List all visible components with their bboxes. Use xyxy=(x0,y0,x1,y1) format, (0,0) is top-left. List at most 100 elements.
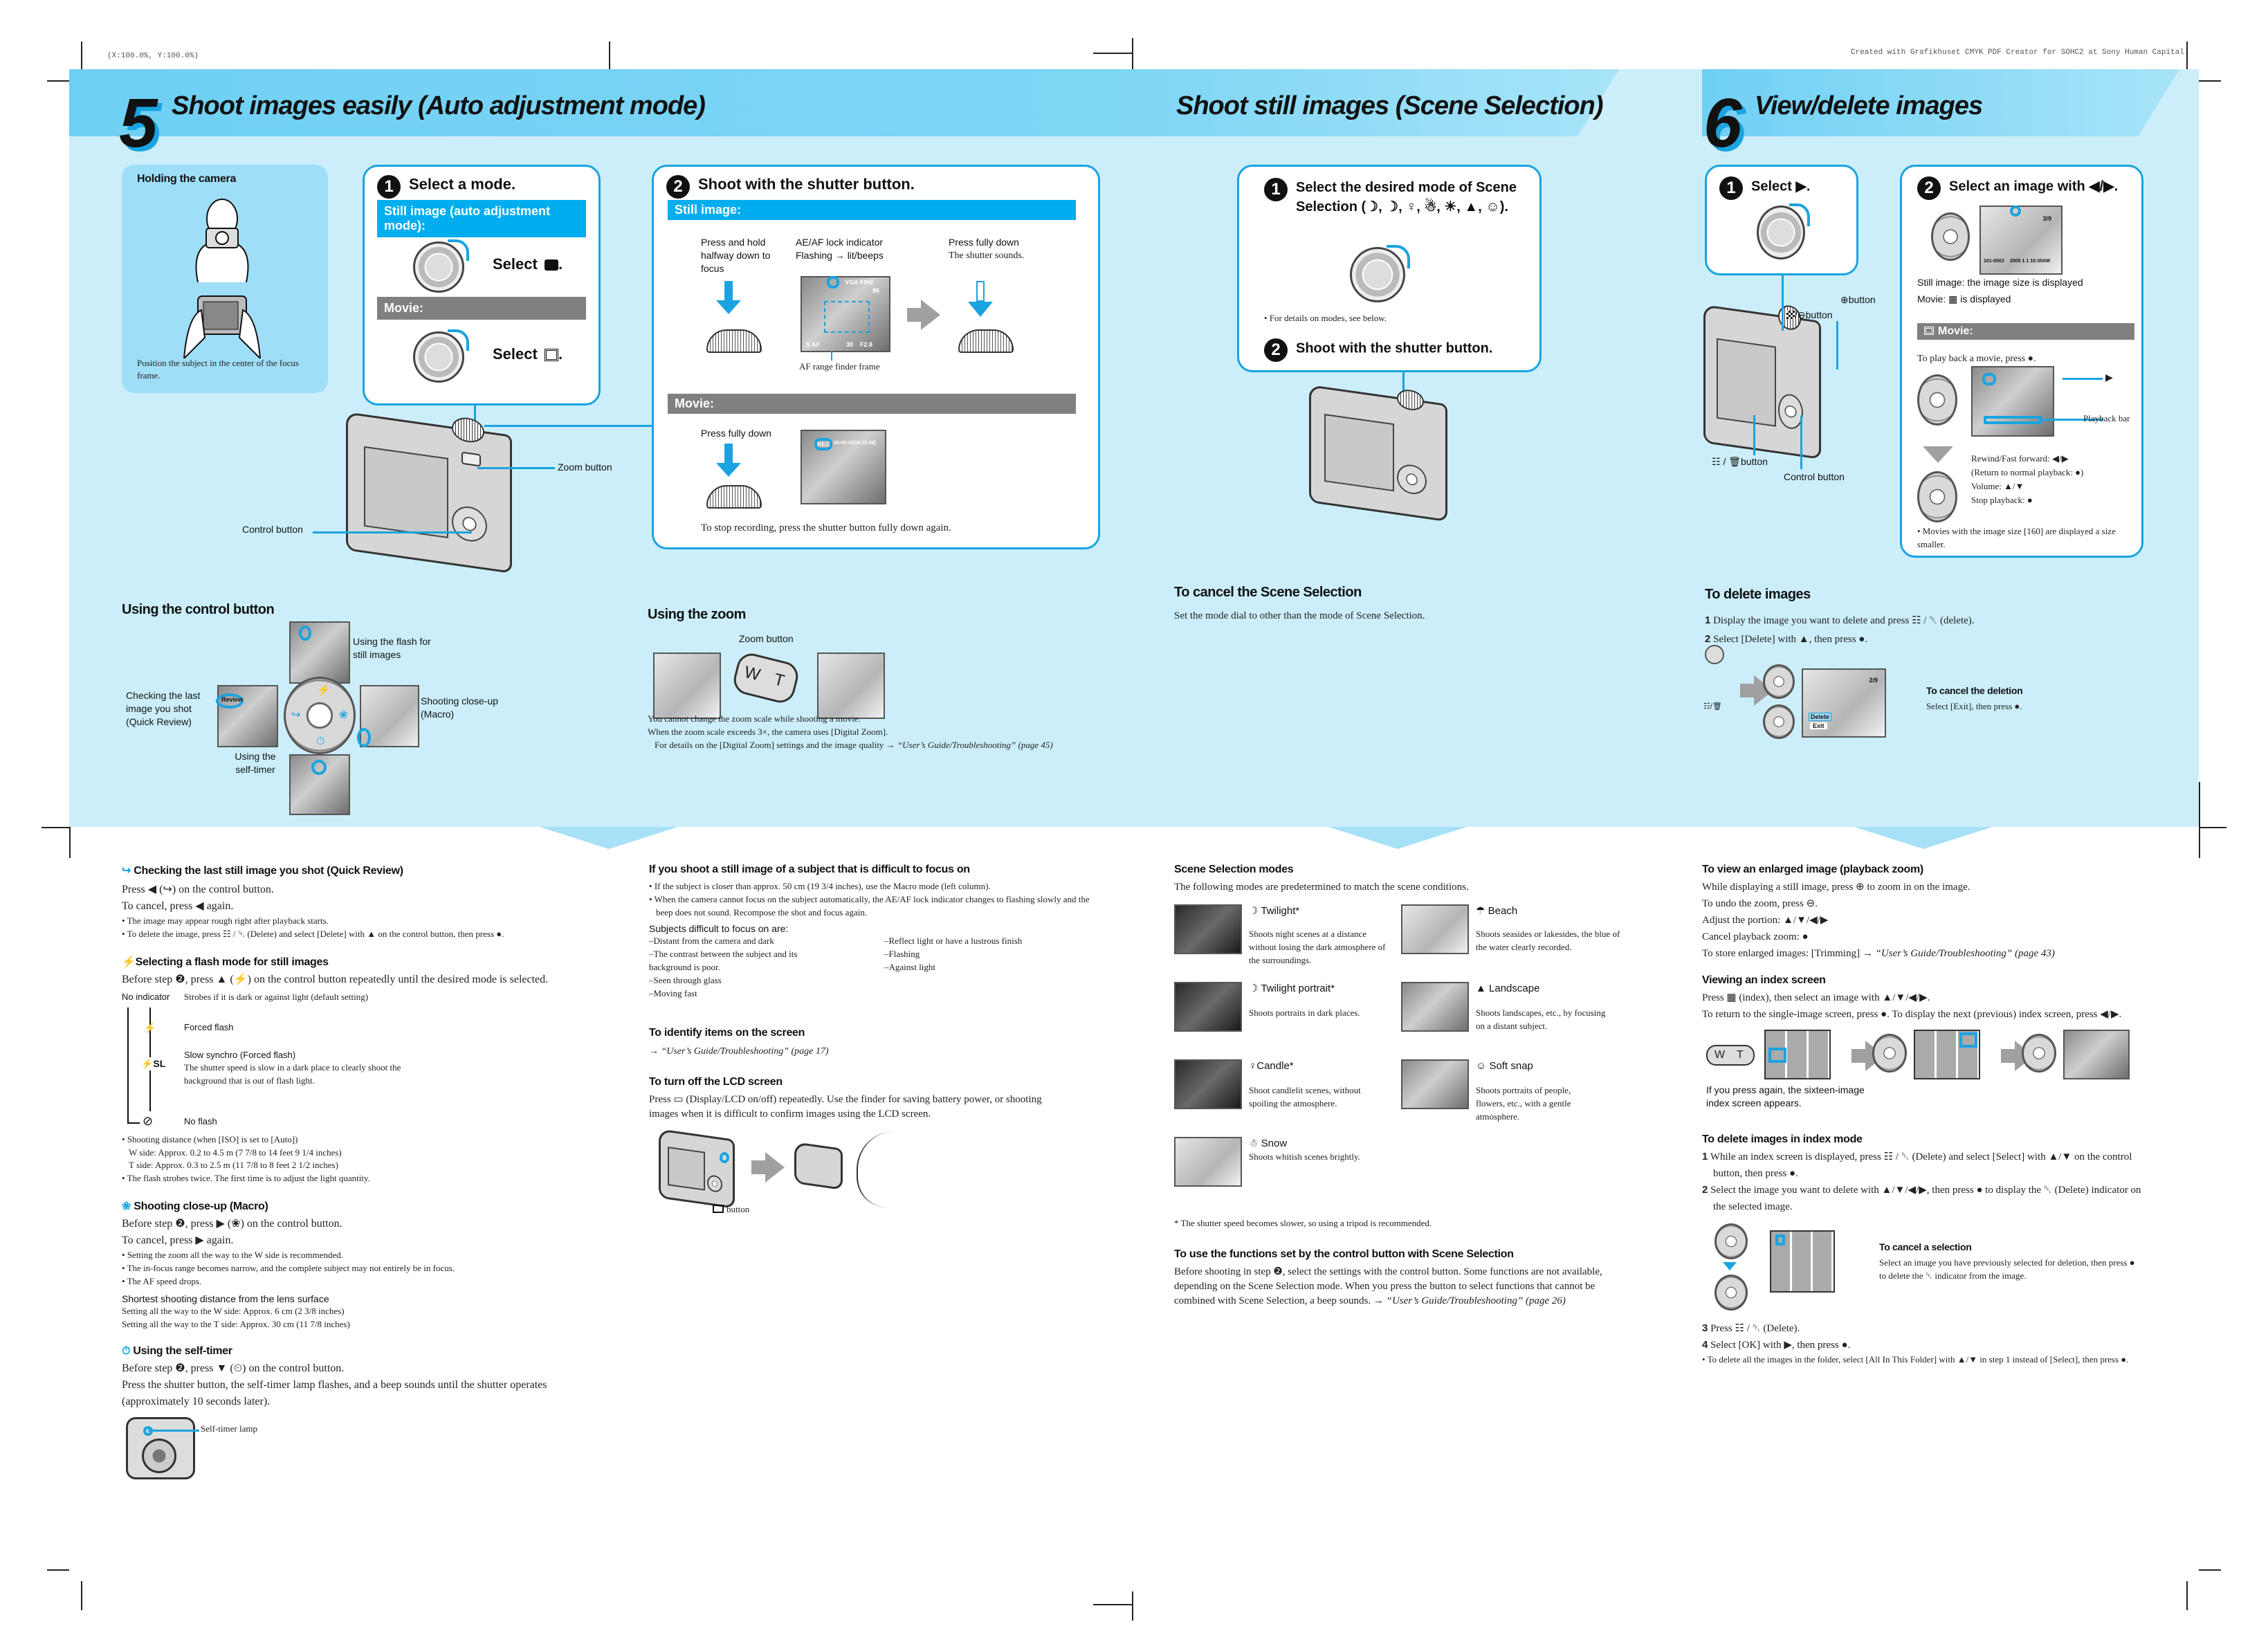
view-step1-title: Select ▶. xyxy=(1751,179,1811,194)
playback-control: Rewind/Fast forward: ◀/▶ xyxy=(1971,453,2069,464)
delete-menu-item[interactable]: Delete xyxy=(1809,713,1832,721)
flash-mode-label: Strobes if it is dark or against light (… xyxy=(184,991,369,1002)
flash-intro: Before step ❷, press ▲ (⚡) on the contro… xyxy=(122,973,549,985)
mode-dial-icon[interactable] xyxy=(413,329,469,383)
landscape-icon: ▲ xyxy=(1476,983,1486,994)
index-delete-step: 2 Select the image you want to delete wi… xyxy=(1702,1184,2141,1212)
step-title: Shoot with the shutter button. xyxy=(698,175,915,193)
full-press-illustration xyxy=(958,281,1014,357)
control-button-dpad[interactable] xyxy=(1917,471,1957,522)
scene-mode-photo xyxy=(1174,1137,1242,1187)
movie-bar: Movie: xyxy=(1917,323,2134,340)
mode-dial-icon[interactable] xyxy=(1757,203,1810,259)
exit-menu-item[interactable]: Exit xyxy=(1810,722,1827,729)
scene-mode-photo xyxy=(1401,982,1469,1032)
twilight-portrait-icon: ☽ xyxy=(1249,983,1259,994)
index-delete-step: 3 Press ☷ / ␡ (Delete). xyxy=(1702,1322,1800,1334)
movie-bar: Movie: xyxy=(668,394,1076,414)
index-delete-note: • To delete all the images in the folder… xyxy=(1702,1354,2129,1365)
control-button-dpad[interactable] xyxy=(2022,1034,2056,1073)
control-button-dpad[interactable] xyxy=(706,1174,723,1194)
subject-item: –Against light xyxy=(884,962,936,973)
soft-snap-icon: ☺ xyxy=(1476,1060,1487,1072)
control-button-dpad[interactable] xyxy=(1763,704,1795,739)
snow-icon: ☃ xyxy=(1249,1138,1259,1149)
section6-header-band xyxy=(1702,69,2179,136)
scene-mode-photo xyxy=(1174,982,1242,1032)
flash-mode-icon: ⚡ xyxy=(144,1021,156,1033)
cancel-deletion-heading: To cancel the deletion xyxy=(1926,685,2023,696)
flow-arrow xyxy=(1854,827,1993,849)
guide-reference-link[interactable]: “User’s Guide/Troubleshooting” (page 43) xyxy=(1875,948,2055,959)
scene-cancel-heading: To cancel the Scene Selection xyxy=(1174,585,1362,600)
index-screen-preview xyxy=(1914,1030,1980,1079)
scene-cancel-text: Set the mode dial to other than the mode… xyxy=(1174,610,1425,621)
select-label: Select xyxy=(493,345,538,363)
subject-item: –Reflect light or have a lustrous finish xyxy=(884,936,1023,947)
index-button-label: button xyxy=(1805,309,1833,320)
view-step2-title: Select an image with ◀/▶. xyxy=(1949,179,2119,194)
playback-zoom-store: To store enlarged images: [Trimming] → “… xyxy=(1702,948,2055,959)
scene-mode-desc: Shoots seasides or lakesides, the blue o… xyxy=(1476,929,1620,952)
mode-dial-icon[interactable] xyxy=(413,239,469,293)
scene-mode-photo xyxy=(1174,904,1242,954)
delete-button-icon[interactable] xyxy=(1705,645,1724,664)
control-button-dpad[interactable] xyxy=(451,504,488,544)
zoom-lever-illustration[interactable]: W T xyxy=(1706,1045,1755,1066)
subject-item: –Moving fast xyxy=(649,987,697,998)
control-button-dpad[interactable] xyxy=(1714,1275,1748,1311)
ae-af-flash-label: Flashing → lit/beeps xyxy=(796,249,884,261)
next-arrow-icon xyxy=(907,300,940,330)
camera-back-illustration xyxy=(346,412,512,574)
zoom-t-label: T xyxy=(1737,1049,1744,1061)
scene-details-note: • For details on modes, see below. xyxy=(1264,313,1387,323)
flash-mode-label: Forced flash xyxy=(184,1021,234,1032)
guide-reference-link[interactable]: → “User’s Guide/Troubleshooting” (page 1… xyxy=(649,1046,829,1057)
cycle-arrow-bottom xyxy=(127,1122,140,1124)
guide-reference-link[interactable]: “User’s Guide/Troubleshooting” (page 26) xyxy=(1386,1295,1566,1306)
section5-header-band xyxy=(69,69,1149,136)
review-tag: Review xyxy=(221,696,244,703)
subject-item: –The contrast between the subject and it… xyxy=(649,949,798,973)
scene-mode-desc: Shoots night scenes at a distance withou… xyxy=(1249,929,1386,965)
flash-bullet: • Shooting distance (when [ISO] is set t… xyxy=(122,1133,298,1144)
scene-mode-desc: Shoots portraits in dark places. xyxy=(1249,1007,1360,1018)
flash-icon: ⚡ xyxy=(317,684,331,696)
control-button-dpad[interactable] xyxy=(1763,664,1795,699)
select-label: Select xyxy=(493,255,538,273)
control-button-dpad[interactable] xyxy=(1917,374,1957,426)
quick-review-bullet: • The image may appear rough right after… xyxy=(122,915,329,926)
cancel-deletion-text: Select [Exit], then press ●. xyxy=(1926,701,2022,711)
macro-line: To cancel, press ▶ again. xyxy=(122,1234,234,1247)
scene-title: Shoot still images (Scene Selection) xyxy=(1176,91,1603,120)
af-range-finder-label: AF range finder frame xyxy=(799,361,880,372)
movie-indicator-note: Movie: ▦ is displayed xyxy=(1917,293,2011,304)
control-button-dpad[interactable] xyxy=(1397,462,1427,497)
guide-reference-link[interactable]: “User’s Guide/Troubleshooting” (page 45) xyxy=(897,739,1053,750)
flash-mode-cycle: No indicator Strobes if it is dark or ag… xyxy=(122,991,565,1129)
holding-caption: Position the subject in the center of th… xyxy=(137,358,299,381)
playback-zoom-line: While displaying a still image, press ⊕ … xyxy=(1702,882,1970,893)
flash-indicator-highlight xyxy=(299,626,311,641)
index-line: To return to the single-image screen, pr… xyxy=(1702,1009,2122,1020)
flash-mode-icon: ⚡SL xyxy=(141,1057,166,1070)
control-button-dpad[interactable] xyxy=(1931,212,1970,261)
quick-review-line: Press ◀ (↪) on the control button. xyxy=(122,884,274,895)
control-button-dpad[interactable] xyxy=(1777,392,1804,431)
step-number-badge: 1 xyxy=(1264,178,1288,201)
zoom-w-label: W xyxy=(1714,1049,1726,1061)
mode-dial-icon[interactable] xyxy=(1350,245,1410,302)
macro-indicator-highlight xyxy=(357,728,371,747)
scene-step1-title: Select the desired mode of Scene Selecti… xyxy=(1296,180,1517,215)
leader-line xyxy=(1782,275,1784,331)
flash-mode-icon: ⊘ xyxy=(143,1112,154,1129)
quick-review-label: Checking the last image you shot (Quick … xyxy=(126,690,201,727)
playback-bar-highlight xyxy=(1984,416,2042,424)
macro-distance: Setting all the way to the T side: Appro… xyxy=(122,1319,350,1330)
control-button-dpad[interactable] xyxy=(1872,1034,1907,1073)
control-button-dpad[interactable]: ⚡ ↪ ❀ ⏱ xyxy=(284,677,356,754)
zoom-lever[interactable] xyxy=(461,451,481,467)
control-button-dpad[interactable] xyxy=(1714,1223,1748,1259)
